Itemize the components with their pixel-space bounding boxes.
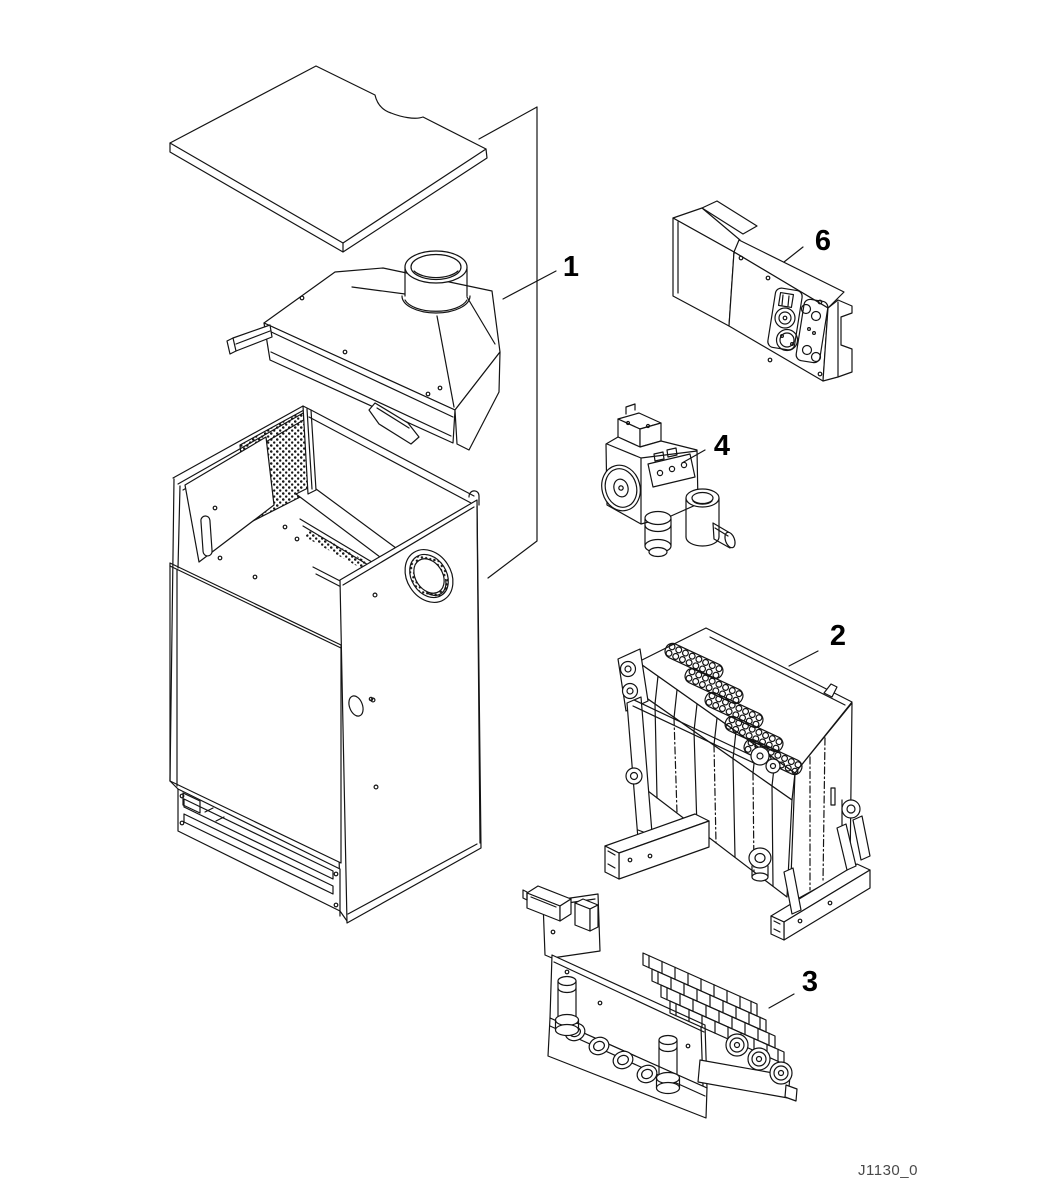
ignition-control-box (522, 885, 572, 922)
casing-assembly (169, 65, 501, 924)
cabinet-base-plinth (169, 780, 348, 922)
callout-3-leader-line (768, 993, 795, 1009)
mounting-legs (783, 815, 871, 915)
terminal-cluster (795, 298, 829, 364)
callout-4: 4 (681, 430, 730, 464)
callout-1-label: 1 (563, 251, 579, 283)
tie-rod (632, 699, 781, 774)
right-side-clamp (830, 787, 861, 831)
control-knobs-cluster (767, 287, 803, 352)
gas-pipe-elbow (685, 488, 736, 549)
left-base-rail (604, 813, 710, 880)
flue-outlet-cylinder (401, 250, 471, 314)
callout-2-leader-line (788, 650, 819, 667)
venturi-ports (564, 1022, 658, 1084)
side-panel-oval-opening (404, 549, 454, 603)
control-knob-lower (775, 328, 799, 352)
pilot-tube (554, 975, 580, 1037)
pressure-regulator-disc (601, 464, 641, 512)
indicator-window (777, 291, 795, 309)
callout-4-leader-line (681, 449, 706, 464)
burner-assembly (522, 885, 798, 1119)
gas-valve (601, 403, 736, 558)
casing-flue-hood (226, 250, 501, 451)
control-panel-junction-box (672, 207, 741, 327)
drain-boss (748, 847, 772, 882)
hood-side-bracket (226, 324, 273, 355)
callout-6: 6 (783, 225, 831, 263)
callout-3: 3 (768, 966, 818, 1009)
cabinet-front-door (169, 562, 342, 864)
burner-tube-ends (725, 1033, 793, 1085)
callout-1: 1 (478, 106, 579, 579)
casing-top-panel (169, 65, 488, 253)
callout-2-label: 2 (830, 620, 846, 652)
valve-solenoid-cylinder (644, 510, 672, 558)
callout-6-label: 6 (815, 225, 831, 257)
electrode-tube (655, 1034, 681, 1095)
door-handle-oval (348, 695, 364, 717)
control-panel (672, 200, 853, 382)
callouts: 1 2 3 4 6 (478, 106, 846, 1009)
drawing-reference-code: J1130_0 (858, 1162, 918, 1179)
callout-1-bracket (478, 106, 538, 579)
callout-2: 2 (788, 620, 846, 667)
heat-exchanger (604, 627, 871, 941)
cabinet-side-panel (335, 490, 482, 924)
callout-4-label: 4 (714, 430, 730, 462)
control-knob-upper (774, 307, 796, 329)
callout-6-leader-line (783, 246, 804, 263)
callout-1-leader-line (502, 270, 557, 300)
heat-exchanger-top (637, 627, 853, 778)
callout-3-label: 3 (802, 966, 818, 998)
spark-generator (574, 898, 599, 932)
casing-cabinet (169, 405, 482, 924)
control-panel-end-bracket (822, 299, 853, 382)
